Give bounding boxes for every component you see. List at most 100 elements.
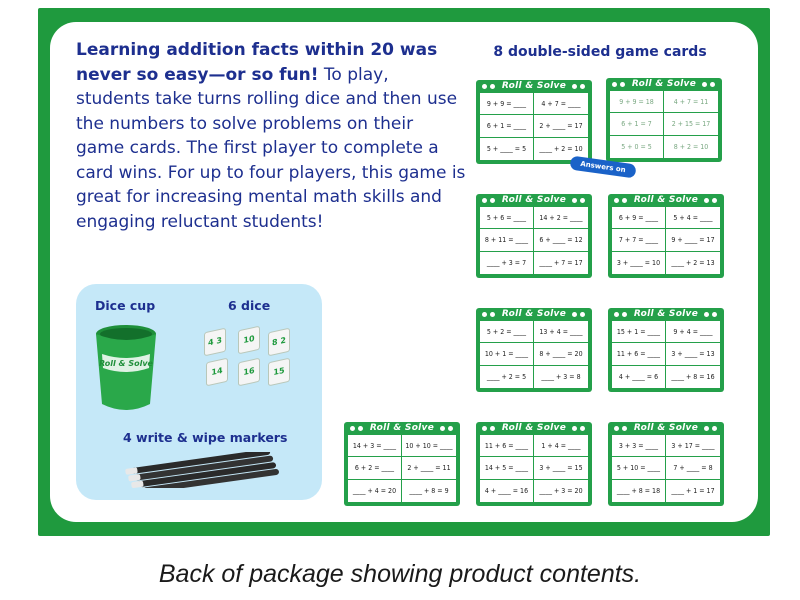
- card-problem: 4 + 7 = ____: [534, 93, 588, 116]
- card-problem: ____ + 3 = 8: [541, 372, 581, 381]
- intro-text: Learning addition facts within 20 was ne…: [76, 38, 466, 234]
- card-decoration-dot: [612, 82, 617, 87]
- card-decoration-dot: [614, 312, 619, 317]
- card-decoration-dot: [358, 426, 363, 431]
- die-3: 8 2: [268, 327, 290, 357]
- card-title: Roll & Solve: [633, 195, 699, 205]
- card-problem: 14 + 3 = ____: [348, 435, 402, 458]
- card-decoration-dot: [490, 426, 495, 431]
- card-problem: 6 + ____ = 12: [534, 229, 588, 252]
- card-title: Roll & Solve: [501, 195, 567, 205]
- card-problem: 7 + ____ = 8: [666, 457, 720, 480]
- card-problem: 9 + 4 = ____: [666, 321, 720, 344]
- card-problem: ____ + 8 = 18: [612, 479, 666, 502]
- card-decoration-dot: [704, 426, 709, 431]
- card-decoration-dot: [482, 84, 487, 89]
- card-problem: 9 + 9 = ____: [480, 93, 534, 116]
- card-problem: 11 + 6 = ____: [480, 435, 534, 458]
- card-problem: 14 + 5 = ____: [480, 457, 534, 480]
- card-problem: 5 + ____ = 5: [480, 137, 534, 160]
- card-problem: 6 + 2 = ____: [348, 457, 402, 480]
- card-title: Roll & Solve: [633, 423, 699, 433]
- card-problem-grid: 9 + 9 = ____4 + 7 = ____6 + 1 = ____2 + …: [480, 93, 588, 160]
- card-problem: 4 + ____ = 6: [612, 365, 666, 388]
- card-decoration-dot: [580, 198, 585, 203]
- card-problem: 9 + 9 = 18: [610, 91, 664, 114]
- card-decoration-dot: [620, 82, 625, 87]
- card-decoration-dot: [490, 84, 495, 89]
- intro-body: To play, students take turns rolling dic…: [76, 64, 466, 232]
- card-decoration-dot: [572, 84, 577, 89]
- card-decoration-dot: [580, 84, 585, 89]
- card-decoration-dot: [572, 312, 577, 317]
- card-problem: 2 + 15 = 17: [664, 113, 718, 136]
- card-decoration-dot: [712, 198, 717, 203]
- die-1: 4 3: [204, 327, 226, 357]
- die-2: 10: [238, 325, 260, 355]
- dice-cup-image: Roll & Solve: [96, 325, 156, 410]
- card-problem: 5 + 2 = ____: [480, 321, 534, 344]
- card-problem: 7 + 7 = ____: [612, 229, 666, 252]
- card-problem: 6 + 1 = 7: [610, 113, 664, 136]
- card-decoration-dot: [580, 426, 585, 431]
- card-problem: 2 + ____ = 17: [534, 115, 588, 138]
- card-title: Roll & Solve: [501, 309, 567, 319]
- card-title: Roll & Solve: [369, 423, 435, 433]
- card-decoration-dot: [350, 426, 355, 431]
- card-problem: ____ + 4 = 20: [348, 479, 402, 502]
- card-decoration-dot: [614, 198, 619, 203]
- card-problem: 5 + 10 = ____: [612, 457, 666, 480]
- card-title: Roll & Solve: [631, 79, 697, 89]
- card-problem: 3 + 3 = ____: [612, 435, 666, 458]
- card-problem-grid: 5 + 2 = ____13 + 4 = ____10 + 1 = ____8 …: [480, 321, 588, 388]
- card-problem-grid: 6 + 9 = ____5 + 4 = ____7 + 7 = ____9 + …: [612, 207, 720, 274]
- card-problem: 3 + 17 = ____: [666, 435, 720, 458]
- card-problem: 8 + ____ = 20: [534, 343, 588, 366]
- markers-label: 4 write & wipe markers: [123, 430, 288, 445]
- game-card: Roll & Solve 3 + 3 = ____3 + 17 = ____5 +…: [608, 422, 724, 506]
- card-decoration-dot: [710, 82, 715, 87]
- card-problem: ____ + 8 = 9: [409, 486, 449, 495]
- card-title: Roll & Solve: [501, 81, 567, 91]
- card-problem: 5 + 4 = ____: [666, 207, 720, 230]
- card-problem: 11 + 6 = ____: [612, 343, 666, 366]
- dice-cup-label: Dice cup: [95, 298, 156, 313]
- die-6: 15: [268, 357, 290, 387]
- card-problem: 10 + 10 = ____: [402, 435, 456, 458]
- card-problem: 5 + 6 = ____: [480, 207, 534, 230]
- card-problem-grid: 15 + 1 = ____9 + 4 = ____11 + 6 = ____3 …: [612, 321, 720, 388]
- card-decoration-dot: [448, 426, 453, 431]
- cards-heading: 8 double-sided game cards: [493, 44, 707, 60]
- card-decoration-dot: [490, 198, 495, 203]
- dice-group: 4 3 10 8 2 14 16 15: [200, 322, 296, 387]
- card-problem-grid: 14 + 3 = ____10 + 10 = ____6 + 2 = ____2…: [348, 435, 456, 502]
- cup-logo: Roll & Solve: [99, 359, 154, 368]
- card-decoration-dot: [482, 426, 487, 431]
- card-decoration-dot: [712, 426, 717, 431]
- card-problem: 8 + 2 = 10: [673, 142, 709, 151]
- card-decoration-dot: [482, 198, 487, 203]
- card-problem: ____ + 3 = 20: [539, 486, 583, 495]
- card-decoration-dot: [622, 198, 627, 203]
- card-decoration-dot: [614, 426, 619, 431]
- markers-image: [125, 452, 279, 488]
- card-problem: ____ + 2 = 10: [539, 144, 583, 153]
- card-problem: 15 + 1 = ____: [612, 321, 666, 344]
- card-decoration-dot: [482, 312, 487, 317]
- card-problem: ____ + 2 = 13: [671, 258, 715, 267]
- game-card: Roll & Solve 9 + 9 = ____4 + 7 = ____6 + …: [476, 80, 592, 164]
- caption: Back of package showing product contents…: [158, 560, 642, 588]
- card-decoration-dot: [580, 312, 585, 317]
- die-5: 16: [238, 357, 260, 387]
- card-problem: 3 + ____ = 15: [534, 457, 588, 480]
- card-problem: 3 + ____ = 13: [666, 343, 720, 366]
- card-problem: 6 + 1 = ____: [480, 115, 534, 138]
- card-problem: ____ + 8 = 16: [671, 372, 715, 381]
- card-problem: 9 + ____ = 17: [666, 229, 720, 252]
- card-problem: 4 + ____ = 16: [480, 479, 534, 502]
